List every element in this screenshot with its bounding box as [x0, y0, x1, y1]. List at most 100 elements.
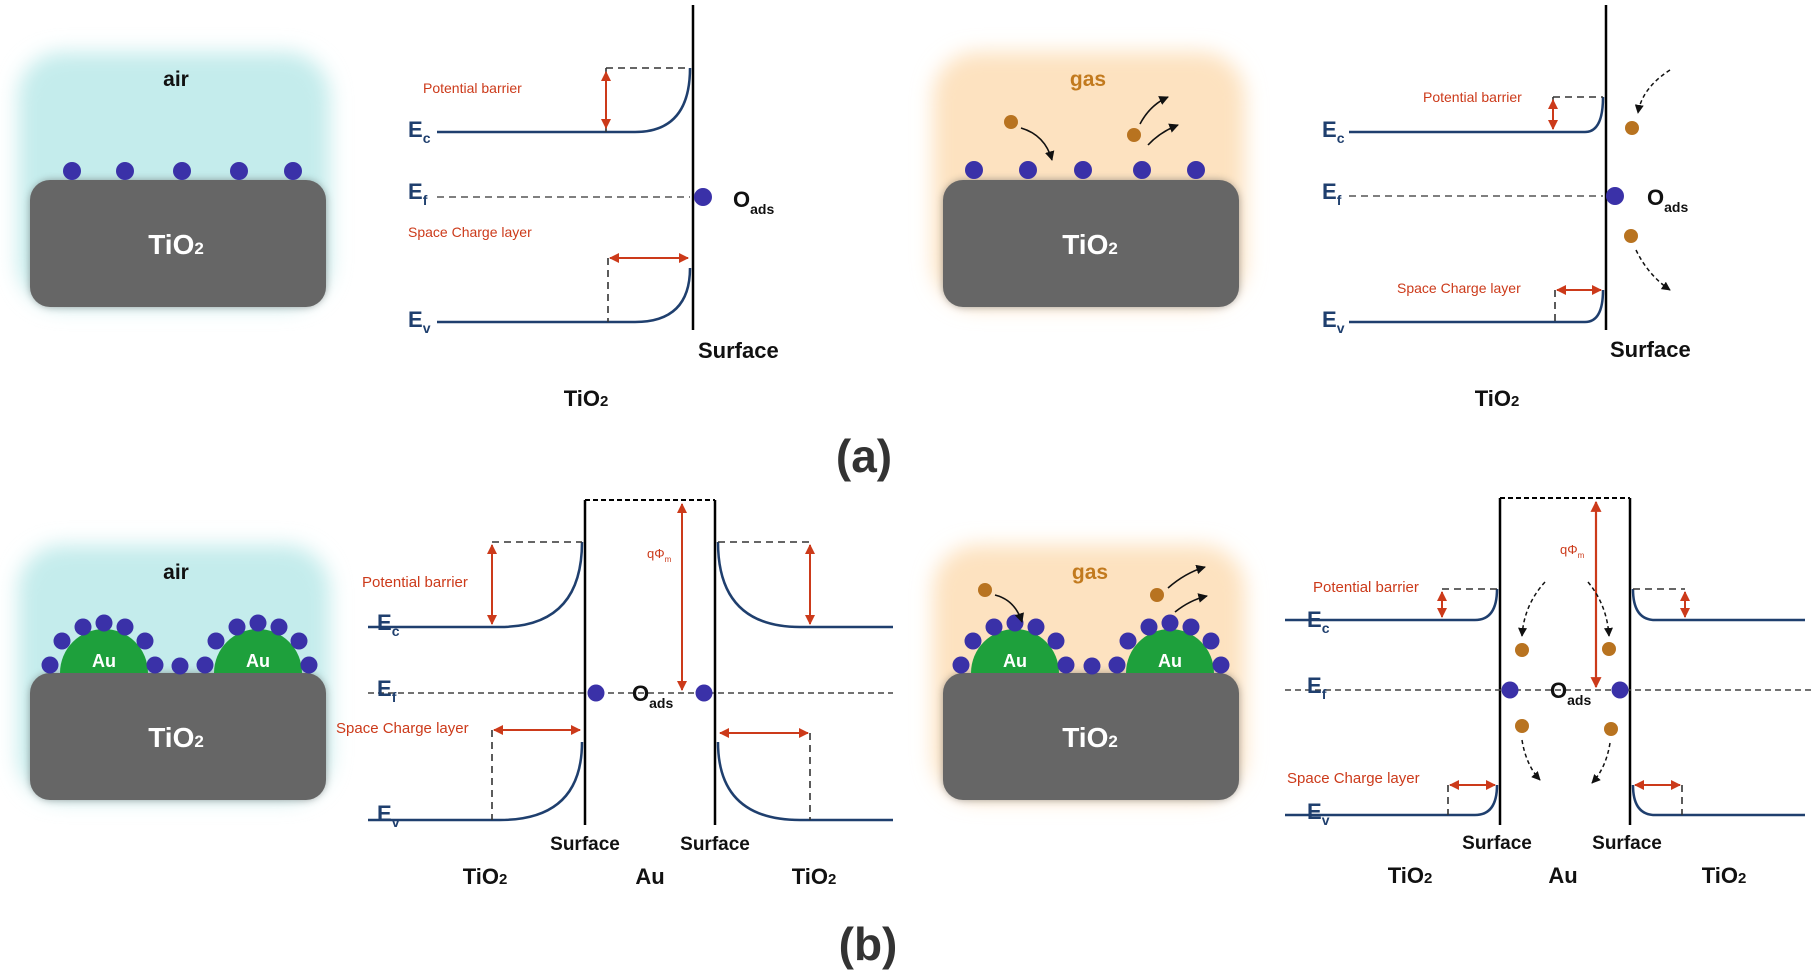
au-bottom-label: Au — [1548, 863, 1577, 888]
adsorbed-oxygen-dot — [171, 657, 189, 675]
adsorbed-oxygen-dot — [965, 161, 983, 179]
panel-b-band-diagram-gas: Oads qΦm Ec Ef Ev Potential barrier Spac… — [1285, 497, 1812, 888]
oads-label: Oads — [1647, 185, 1688, 215]
tio2-label: TiO2 — [148, 722, 204, 753]
space-charge-layer-label: Space Charge layer — [1287, 770, 1420, 787]
tio2-bottom-label: TiO2 — [1388, 863, 1433, 888]
conduction-band-right — [1631, 588, 1805, 622]
valence-band-left — [368, 741, 584, 822]
conduction-band-left — [1285, 588, 1499, 622]
tio2-substrate — [943, 180, 1239, 307]
adsorbed-oxygen-row — [965, 161, 1205, 179]
adsorbed-oxygen-dot — [1212, 656, 1230, 674]
valence-band-right — [716, 741, 893, 822]
adsorbed-oxygen-dot — [196, 656, 214, 674]
valence-band-left — [1285, 784, 1499, 817]
adsorbed-oxygen-dot — [284, 162, 302, 180]
adsorbed-oxygen-dot — [116, 618, 134, 636]
oads-label: Oads — [733, 187, 774, 217]
gas-molecule-dot — [1127, 128, 1141, 142]
adsorbed-oxygen-dot — [228, 618, 246, 636]
ec-label: Ec — [1307, 607, 1330, 636]
potential-barrier-label: Potential barrier — [1423, 89, 1522, 105]
tio2-label: TiO2 — [1062, 722, 1118, 753]
panel-b-label: (b) — [839, 918, 898, 970]
gas-label: gas — [1072, 561, 1108, 584]
tio2-label: TiO2 — [1062, 229, 1118, 260]
adsorbed-oxygen-dot — [270, 618, 288, 636]
au-label: Au — [92, 651, 116, 671]
oads-dot — [694, 188, 712, 206]
ef-label: Ef — [1322, 179, 1342, 208]
gas-path-arrow — [1521, 739, 1541, 781]
oads-dot — [695, 684, 713, 702]
gas-path-arrow — [1518, 581, 1546, 637]
adsorbed-oxygen-dot — [1187, 161, 1205, 179]
gas-molecule-dot — [1624, 229, 1638, 243]
ef-label: Ef — [408, 179, 428, 208]
adsorbed-oxygen-dot — [53, 632, 71, 650]
surface-label: Surface — [1592, 833, 1662, 854]
valence-band — [437, 267, 692, 324]
potential-barrier-label: Potential barrier — [1313, 579, 1419, 596]
adsorbed-oxygen-dot — [1074, 161, 1092, 179]
gas-path-arrow — [1139, 96, 1169, 125]
gas-path-arrow — [1147, 123, 1179, 146]
adsorbed-oxygen-dot — [1119, 632, 1137, 650]
adsorbed-oxygen-dot — [1057, 656, 1075, 674]
ev-label: Ev — [377, 801, 400, 830]
au-nanoparticle — [971, 629, 1059, 673]
surface-label: Surface — [1610, 337, 1691, 362]
gas-path-arrow — [1174, 593, 1208, 613]
surface-label: Surface — [680, 834, 750, 855]
adsorbed-oxygen-dot — [1133, 161, 1151, 179]
au-nanoparticle — [214, 629, 302, 673]
tio2-bottom-label: TiO2 — [463, 864, 508, 889]
adsorbed-oxygen-dot — [146, 656, 164, 674]
adsorbed-oxygen-dot — [116, 162, 134, 180]
tio2-substrate — [30, 180, 326, 307]
conduction-band — [1349, 96, 1605, 134]
adsorbed-oxygen-dot — [1027, 618, 1045, 636]
adsorbed-oxygen-dot — [985, 618, 1003, 636]
panel-a-band-diagram-air: Oads Ec Ef Ev Potential barrier Space Ch… — [408, 5, 779, 411]
space-charge-layer-label: Space Charge layer — [336, 720, 469, 737]
adsorbed-oxygen-cluster — [952, 614, 1230, 675]
adsorbed-oxygen-dot — [249, 614, 267, 632]
adsorbed-oxygen-dot — [230, 162, 248, 180]
conduction-band-right — [716, 541, 893, 629]
gas-molecule-dot — [978, 583, 992, 597]
oads-dot — [587, 684, 605, 702]
adsorbed-oxygen-dot — [95, 614, 113, 632]
adsorbed-oxygen-dot — [290, 632, 308, 650]
adsorbed-oxygen-dot — [964, 632, 982, 650]
au-label: Au — [1158, 651, 1182, 671]
air-label: air — [163, 68, 189, 91]
gas-path-arrow — [1587, 581, 1613, 637]
oads-dot — [1611, 681, 1629, 699]
au-bottom-label: Au — [635, 864, 664, 889]
ev-label: Ev — [1322, 307, 1345, 336]
surface-label: Surface — [1462, 833, 1532, 854]
adsorbed-oxygen-cluster — [41, 614, 318, 675]
adsorbed-oxygen-dot — [63, 162, 81, 180]
space-charge-layer-label: Space Charge layer — [408, 224, 532, 240]
gas-molecule-dot — [1004, 115, 1018, 129]
oads-dot — [1606, 187, 1624, 205]
adsorbed-oxygen-dot — [1140, 618, 1158, 636]
panel-a-band-diagram-gas: Oads Ec Ef Ev Potential barrier Space Ch… — [1322, 5, 1691, 411]
panel-a-gas-illustration: gas TiO2 — [933, 52, 1245, 307]
au-label: Au — [1003, 651, 1027, 671]
tio2-label: TiO2 — [148, 229, 204, 260]
adsorbed-oxygen-dot — [300, 656, 318, 674]
ec-label: Ec — [377, 610, 400, 639]
oads-label: Oads — [632, 681, 673, 711]
gas-molecule-dot — [1515, 643, 1529, 657]
adsorbed-oxygen-dot — [1182, 618, 1200, 636]
tio2-bottom-label: TiO2 — [792, 864, 837, 889]
potential-barrier-label: Potential barrier — [423, 80, 522, 96]
potential-barrier-label: Potential barrier — [362, 574, 468, 591]
gas-path-arrow — [1635, 249, 1671, 291]
panel-b-air-illustration: air TiO2 Au Au — [18, 545, 330, 800]
